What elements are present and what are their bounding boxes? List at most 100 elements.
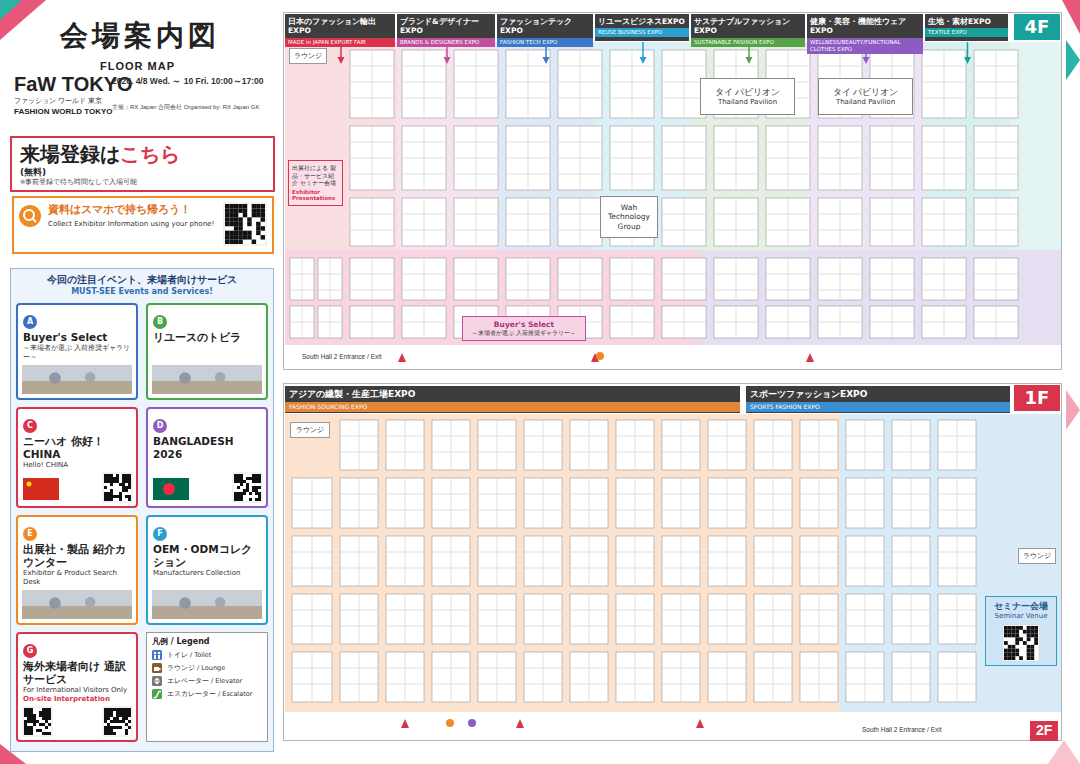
booth-block: [506, 126, 550, 190]
booth-block: [350, 258, 394, 300]
lounge-box: ラウンジ: [1018, 548, 1056, 564]
booth-divider: [818, 306, 862, 338]
booth-grid: [290, 50, 1018, 702]
booth: [386, 478, 424, 528]
booth-block: [846, 478, 884, 528]
booth-block: [922, 50, 966, 118]
booth: [432, 536, 470, 586]
booth-block: [818, 258, 862, 300]
booth: [922, 258, 966, 300]
booth-divider: [938, 594, 976, 644]
expo-zone: [397, 42, 497, 250]
node-heading: B: [153, 315, 167, 329]
booth-block: [386, 478, 424, 528]
node-text: FASHION SOURCING EXPO: [285, 402, 740, 412]
booth-divider: [570, 594, 608, 644]
booth-divider: [662, 478, 700, 528]
booth: [386, 536, 424, 586]
legend-item: トイレ / Toilet: [152, 650, 262, 660]
aisle-strip: [285, 712, 1061, 740]
node-text: Thailand Pavilion: [705, 98, 790, 107]
booth-divider: [818, 198, 862, 246]
entrance-label: South Hall 2 Entrance / Exit: [300, 353, 384, 361]
booth-divider: [292, 652, 332, 702]
booth-divider: [800, 594, 838, 644]
flag-star: [27, 482, 32, 487]
booth-block: [292, 478, 332, 528]
logo-subtext: ファッション ワールド 東京: [14, 97, 102, 106]
node-heading: ブランド&デザイナーEXPO: [397, 14, 495, 38]
booth-block: [818, 126, 862, 190]
node-heading: リユースビジネスEXPO: [595, 14, 689, 28]
booth-block: [570, 652, 608, 702]
booth-divider: [938, 652, 976, 702]
node-heading: 生地・素材EXPO: [925, 14, 1008, 28]
booth-divider: [350, 198, 394, 246]
booth: [662, 478, 700, 528]
booth-block: [922, 126, 966, 190]
booth-divider: [892, 652, 930, 702]
legend-icon: [152, 663, 164, 673]
booth-divider: [432, 652, 470, 702]
entrance-marker: [398, 353, 406, 362]
booth-block: [662, 478, 700, 528]
booth: [402, 306, 446, 338]
booth: [558, 258, 602, 300]
booth-divider: [292, 478, 332, 528]
booth-block: [290, 306, 314, 338]
booth: [454, 50, 498, 118]
booth-block: [616, 420, 654, 470]
booth: [708, 594, 746, 644]
booth: [754, 594, 792, 644]
booth-block: [714, 258, 758, 300]
expo-zone: [700, 250, 1061, 345]
node-text: OEM・ODMコレクション: [153, 543, 261, 569]
booth-block: [570, 478, 608, 528]
service-marker: [446, 719, 454, 727]
booth-block: [800, 652, 838, 702]
booth: [350, 306, 394, 338]
booth-block: [610, 50, 654, 118]
booth-divider: [386, 652, 424, 702]
corner-decoration: [1066, 40, 1080, 80]
booth-divider: [846, 478, 884, 528]
booth-divider: [846, 420, 884, 470]
booth-block: [662, 258, 706, 300]
event-date: 2026. 4/8 Wed. ～ 10 Fri. 10:00～17:00: [112, 76, 272, 87]
node-heading: 1F: [1014, 385, 1060, 411]
booth-block: [432, 594, 470, 644]
expo-header: 生地・素材EXPOTEXTILE EXPO: [925, 14, 1008, 41]
booth: [340, 478, 378, 528]
booth: [766, 306, 810, 338]
booth-block: [454, 126, 498, 190]
qr-code: [1003, 625, 1039, 661]
booth-divider: [922, 50, 966, 118]
booth: [524, 652, 562, 702]
expo-zone: [285, 414, 840, 712]
booth: [766, 258, 810, 300]
booth-block: [662, 420, 700, 470]
booth-block: [478, 478, 516, 528]
booth-divider: [610, 306, 654, 338]
booth-block: [478, 420, 516, 470]
booth-divider: [506, 50, 550, 118]
booth: [922, 306, 966, 338]
booth-block: [974, 306, 1018, 338]
booth-block: [892, 594, 930, 644]
booth: [818, 306, 862, 338]
booth-block: [846, 652, 884, 702]
expo-zone: [840, 414, 1061, 712]
booth-block: [708, 594, 746, 644]
booth-divider: [870, 198, 914, 246]
booth-block: [524, 420, 562, 470]
booth: [610, 50, 654, 118]
booth-divider: [766, 198, 810, 246]
node-heading: Buyer's Select: [466, 320, 582, 329]
booth-divider: [386, 420, 424, 470]
node-text: WELLNESS/BEAUTY/FUNCTIONAL CLOTHES EXPO: [807, 38, 923, 54]
booth-divider: [616, 652, 654, 702]
booth: [714, 258, 758, 300]
booth-block: [974, 126, 1018, 190]
expo-header: アジアの繊製・生産工場EXPOFASHION SOURCING EXPO: [285, 386, 740, 413]
booth-divider: [506, 258, 550, 300]
